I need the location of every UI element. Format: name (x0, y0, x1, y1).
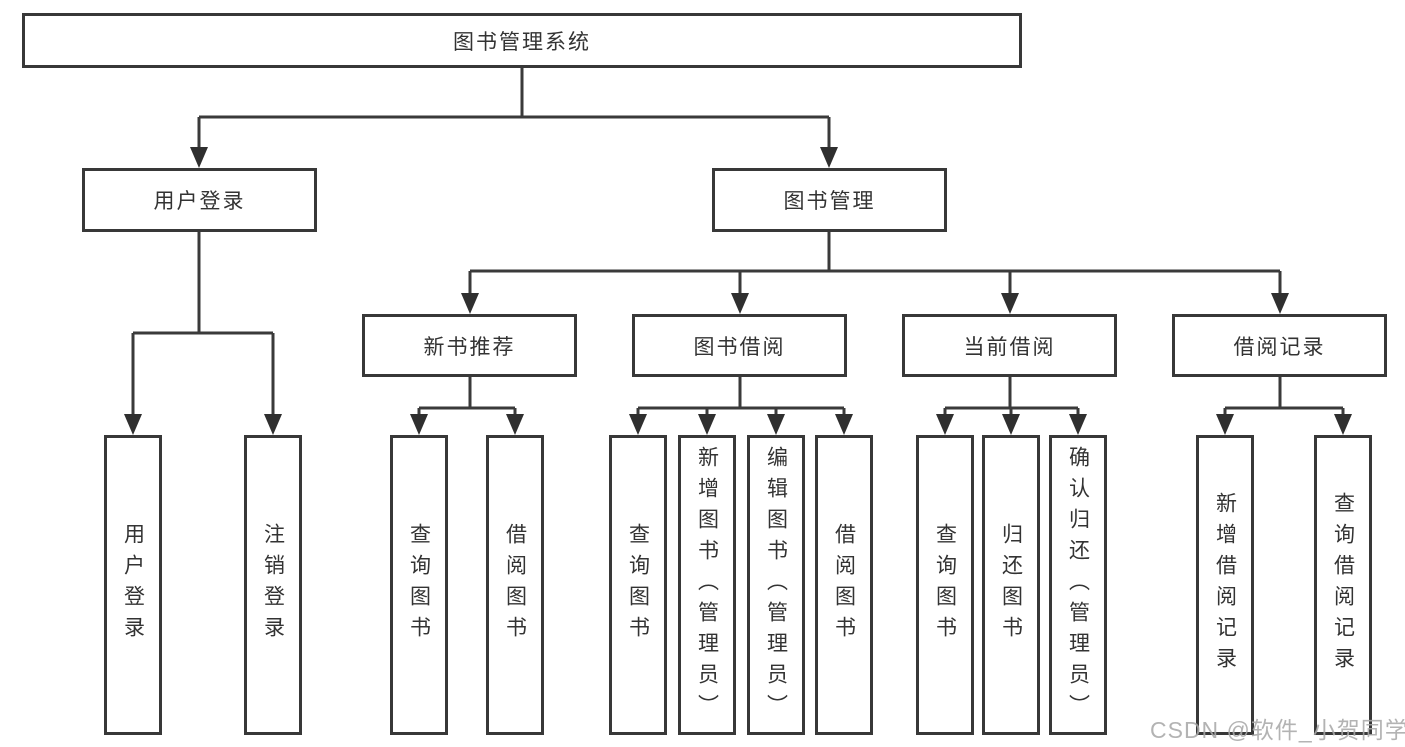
leaf-borrow-add-book-label: 新增图书（管理员） (695, 445, 719, 725)
leaf-borrow-query-book-label: 查询图书 (626, 523, 650, 647)
node-root: 图书管理系统 (22, 13, 1022, 68)
leaf-records-query-record-label: 查询借阅记录 (1331, 492, 1355, 678)
leaf-records-add-record-label: 新增借阅记录 (1213, 492, 1237, 678)
leaf-newbook-query-book-label: 查询图书 (407, 523, 431, 647)
leaf-newbook-borrow-book-label: 借阅图书 (503, 523, 527, 647)
leaf-newbook-query-book: 查询图书 (390, 435, 448, 735)
node-root-label: 图书管理系统 (453, 30, 591, 54)
leaf-user-login-label: 用户登录 (121, 523, 145, 647)
node-book-management-label: 图书管理 (783, 190, 876, 213)
leaf-current-return-book: 归还图书 (982, 435, 1040, 735)
leaf-borrow-borrow-book-label: 借阅图书 (832, 523, 856, 647)
leaf-current-confirm-return: 确认归还（管理员） (1049, 435, 1107, 735)
leaf-borrow-add-book: 新增图书（管理员） (678, 435, 736, 735)
node-book-borrow-label: 图书借阅 (693, 335, 786, 359)
node-borrow-records-label: 借阅记录 (1233, 335, 1326, 359)
leaf-borrow-edit-book-label: 编辑图书（管理员） (764, 445, 788, 725)
node-current-borrow: 当前借阅 (902, 314, 1117, 377)
node-user-login: 用户登录 (82, 168, 317, 232)
node-new-book-recommend-label: 新书推荐 (423, 335, 516, 359)
csdn-watermark: CSDN @软件_小贺同学 (1150, 717, 1405, 743)
node-current-borrow-label: 当前借阅 (963, 335, 1056, 359)
node-user-login-label: 用户登录 (153, 190, 246, 213)
leaf-current-return-book-label: 归还图书 (999, 523, 1023, 647)
leaf-logout: 注销登录 (244, 435, 302, 735)
leaf-user-login: 用户登录 (104, 435, 162, 735)
leaf-borrow-borrow-book: 借阅图书 (815, 435, 873, 735)
leaf-current-query-book-label: 查询图书 (933, 523, 957, 647)
leaf-newbook-borrow-book: 借阅图书 (486, 435, 544, 735)
node-borrow-records: 借阅记录 (1172, 314, 1387, 377)
leaf-current-confirm-return-label: 确认归还（管理员） (1066, 445, 1090, 725)
node-book-management: 图书管理 (712, 168, 947, 232)
leaf-logout-label: 注销登录 (261, 523, 285, 647)
node-book-borrow: 图书借阅 (632, 314, 847, 377)
leaf-current-query-book: 查询图书 (916, 435, 974, 735)
node-new-book-recommend: 新书推荐 (362, 314, 577, 377)
leaf-borrow-edit-book: 编辑图书（管理员） (747, 435, 805, 735)
leaf-borrow-query-book: 查询图书 (609, 435, 667, 735)
leaf-records-add-record: 新增借阅记录 (1196, 435, 1254, 735)
leaf-records-query-record: 查询借阅记录 (1314, 435, 1372, 735)
